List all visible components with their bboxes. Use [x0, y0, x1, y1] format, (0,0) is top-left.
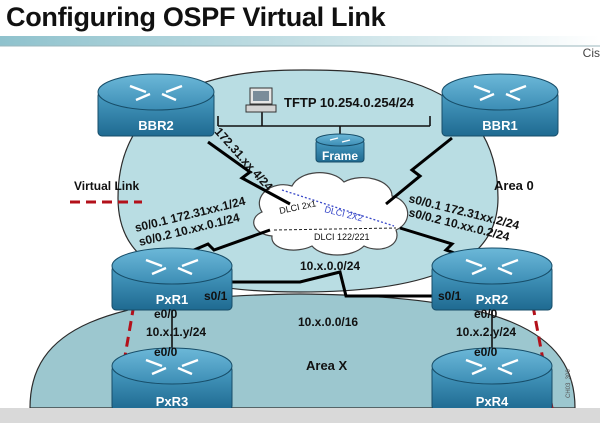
router-pxr3[interactable] [111, 347, 233, 411]
pxr1-label: PxR1 [156, 292, 189, 307]
frame-label: Frame [322, 149, 358, 163]
serial-link-bbr1 [385, 136, 453, 206]
dlci-path-122 [273, 227, 397, 231]
bottom-bar [0, 408, 600, 423]
pxr2-s0-1-label: s0/1 [438, 289, 462, 303]
summary-network-label: 10.x.0.0/16 [298, 315, 358, 329]
frame-relay-cloud [253, 172, 409, 256]
router-pxr2[interactable] [431, 247, 553, 311]
bbr2-label: BBR2 [138, 118, 173, 133]
lan2-address: 10.x.2.y/24 [456, 325, 516, 339]
figure-id-watermark: CH03_306 [566, 369, 572, 398]
area-x-label: Area X [306, 358, 348, 373]
dlci-122-label: DLCI 122/221 [314, 232, 370, 242]
brand-logo-text: Cis [582, 46, 600, 60]
serial-link-bbr2 [207, 140, 291, 206]
router-bbr1[interactable] [441, 73, 559, 137]
pxr1-s0-1-label: s0/1 [204, 289, 228, 303]
lan1-address: 10.x.1.y/24 [146, 325, 206, 339]
pxr4-e0-0-label: e0/0 [474, 345, 498, 359]
pxr3-label: PxR3 [156, 394, 189, 409]
pxr2-label: PxR2 [476, 292, 509, 307]
pxr2-e0-0-label: e0/0 [474, 307, 498, 321]
router-bbr2[interactable] [97, 73, 215, 137]
header-band [0, 36, 600, 46]
pxr4-label: PxR4 [476, 394, 509, 409]
tftp-server-icon[interactable] [245, 87, 277, 113]
tftp-label: TFTP 10.254.0.254/24 [284, 95, 415, 110]
slide-title: Configuring OSPF Virtual Link [6, 2, 386, 32]
area-0-label: Area 0 [494, 178, 534, 193]
serial-network-label: 10.x.0.0/24 [300, 259, 360, 273]
serial-link-pxr1-pxr2 [228, 270, 436, 298]
router-pxr4[interactable] [431, 347, 553, 411]
pxr1-e0-0-label: e0/0 [154, 307, 178, 321]
frame-switch[interactable] [315, 133, 365, 163]
pxr3-e0-0-label: e0/0 [154, 345, 178, 359]
router-pxr1[interactable] [111, 247, 233, 311]
virtual-link-legend-label: Virtual Link [74, 179, 139, 193]
bbr1-label: BBR1 [482, 118, 517, 133]
